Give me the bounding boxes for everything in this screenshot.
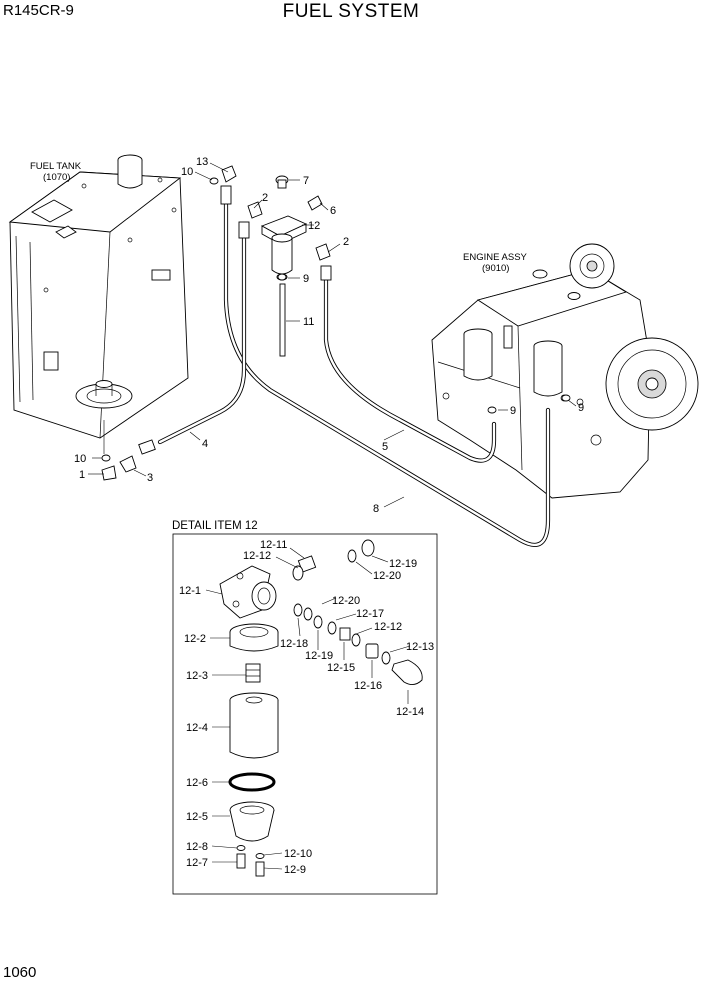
callout-9-engine-left: 9 [510,405,516,417]
callout-8: 8 [373,503,379,515]
callout-4: 4 [202,438,208,450]
callout-13: 13 [196,156,208,168]
callout-11: 11 [303,316,314,328]
detail-callout-12-12-top: 12-12 [243,550,271,562]
detail-callout-12-17: 12-17 [356,608,384,620]
detail-callout-12-5: 12-5 [186,811,208,823]
detail-box [172,533,438,895]
detail-callout-12-1: 12-1 [179,585,201,597]
detail-callout-12-13: 12-13 [406,641,434,653]
detail-callout-12-7: 12-7 [186,857,208,869]
engine-ref: (9010) [482,263,509,274]
engine-label: ENGINE ASSY [463,252,528,263]
callout-10-top: 10 [181,166,193,178]
detail-callout-12-20-mid: 12-20 [332,595,360,607]
detail-callout-12-19-mid: 12-19 [305,650,333,662]
fuel-tank [8,154,189,439]
callout-10-bottom: 10 [74,453,86,465]
detail-callout-12-9: 12-9 [284,864,306,876]
detail-callout-12-2: 12-2 [184,633,206,645]
callout-9-filter: 9 [303,273,309,285]
callout-1: 1 [79,469,85,481]
page-title: FUEL SYSTEM [282,1,420,22]
model-number: R145CR-9 [3,2,74,19]
fuel-filter-assy [260,175,308,357]
callout-3: 3 [147,472,153,484]
detail-title: DETAIL ITEM 12 [172,520,258,532]
main-callouts [88,162,577,508]
callout-2-right: 2 [343,236,349,248]
detail-callout-12-15: 12-15 [327,662,355,674]
callout-9-engine-right: 9 [578,402,584,414]
detail-callout-12-11: 12-11 [260,539,287,551]
callout-7: 7 [303,175,309,187]
detail-parts [219,539,423,877]
fuel-tank-ref: (1070) [43,172,70,183]
detail-callout-12-16: 12-16 [354,680,382,692]
detail-callout-12-14: 12-14 [396,706,424,718]
detail-callout-12-3: 12-3 [186,670,208,682]
callout-6: 6 [330,205,336,217]
callout-2-top: 2 [262,192,268,204]
fuel-tank-label: FUEL TANK [30,161,82,172]
callout-5: 5 [382,441,388,453]
detail-callout-12-6: 12-6 [186,777,208,789]
detail-callout-12-18: 12-18 [280,638,308,650]
detail-callout-12-12-mid: 12-12 [374,621,402,633]
fuel-hoses [157,193,551,547]
detail-callout-12-20-top: 12-20 [373,570,401,582]
detail-leaders [205,547,411,870]
detail-callout-12-8: 12-8 [186,841,208,853]
detail-callout-12-4: 12-4 [186,722,208,734]
page-number: 1060 [3,964,37,981]
callout-12: 12 [308,220,320,232]
detail-callout-12-19-top: 12-19 [389,558,417,570]
detail-callout-12-10: 12-10 [284,848,312,860]
fittings [101,165,571,481]
engine-assembly [431,243,699,499]
